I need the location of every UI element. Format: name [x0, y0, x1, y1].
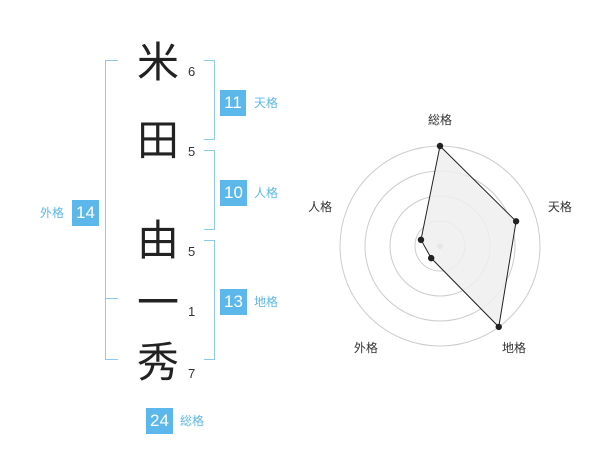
radar-axis-label-4: 外格: [354, 340, 378, 355]
gaikaku-label: 外格: [40, 206, 65, 220]
gaikaku-divider: [105, 298, 118, 299]
radar-polygon: [420, 144, 517, 328]
stroke-count-2: 5: [188, 144, 196, 159]
radar-point-2: [512, 218, 520, 225]
jinkaku-bracket: [204, 150, 215, 230]
soukaku-label: 総格: [180, 414, 205, 428]
name-char-2: 田: [136, 116, 179, 165]
stroke-count-1: 6: [188, 64, 196, 79]
chikaku-bracket: [204, 240, 215, 360]
chikaku-label: 地格: [254, 295, 279, 309]
gaikaku-value: 14: [72, 200, 99, 226]
chikaku-value: 13: [220, 289, 247, 315]
name-char-3: 由: [136, 216, 179, 265]
stroke-count-4: 1: [188, 304, 196, 319]
name-char-4: 一: [136, 278, 179, 327]
radar-point-3: [495, 323, 502, 331]
jinkaku-label: 人格: [254, 186, 279, 200]
radar-point-1: [436, 142, 444, 150]
gaikaku-bracket: [105, 60, 118, 360]
radar-axis-label-5: 人格: [308, 199, 332, 214]
radar-axis-label-3: 地格: [502, 340, 526, 355]
jinkaku-value: 10: [220, 180, 247, 206]
name-char-5: 秀: [136, 338, 179, 387]
stroke-count-5: 7: [188, 366, 196, 381]
tenkaku-bracket: [204, 60, 215, 140]
radar-point-4: [427, 254, 435, 262]
tenkaku-label: 天格: [254, 96, 279, 110]
radar-axis-label-1: 総格: [428, 112, 452, 127]
stroke-count-3: 5: [188, 244, 196, 259]
radar-point-5: [417, 236, 425, 244]
radar-axis-label-2: 天格: [548, 199, 572, 214]
tenkaku-value: 11: [220, 90, 246, 116]
soukaku-value: 24: [146, 408, 173, 434]
name-char-1: 米: [136, 38, 179, 87]
radar-points: [417, 142, 520, 331]
